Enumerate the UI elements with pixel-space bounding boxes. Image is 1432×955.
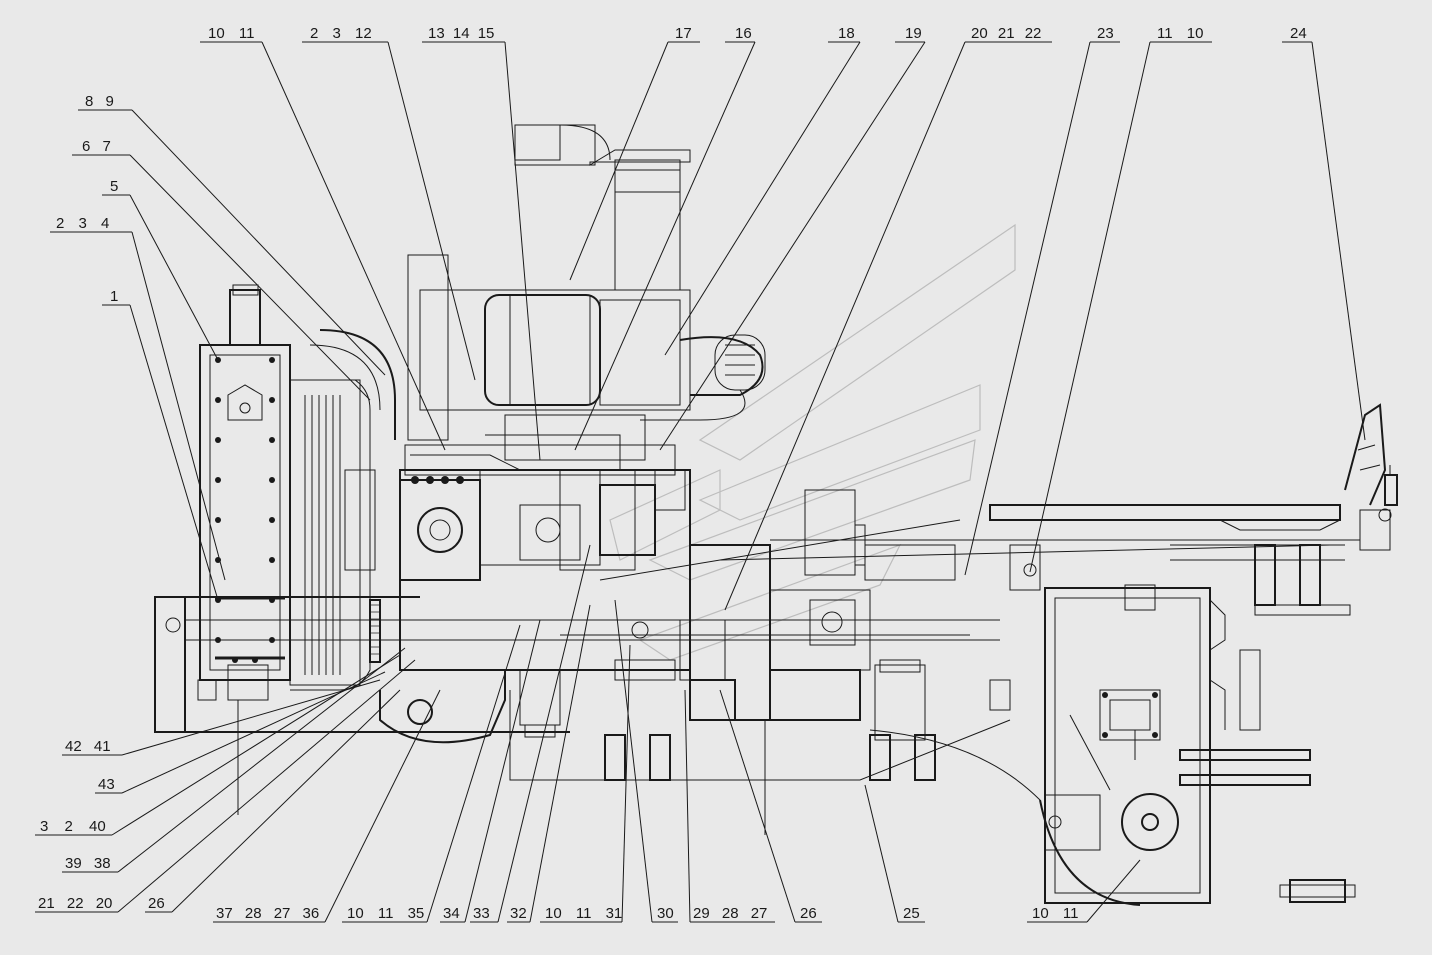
callout-5: 5 (110, 178, 118, 195)
callout-25: 25 (903, 905, 920, 922)
callout-24: 24 (1290, 25, 1307, 42)
linkage-lines (560, 489, 1331, 835)
callout-3-2-40: 3 2 40 (40, 818, 106, 835)
callout-37-28-27-36: 37 28 27 36 (216, 905, 319, 922)
callout-19: 19 (905, 25, 922, 42)
callout-39-38: 39 38 (65, 855, 111, 872)
callout-34: 34 (443, 905, 460, 922)
pedal-linkage (770, 403, 1398, 551)
leader-lines (35, 41, 1366, 923)
radiator (197, 284, 291, 815)
transmission-frame (869, 504, 1356, 906)
callout-10-11-31: 10 11 31 (545, 905, 622, 922)
callout-8-9: 8 9 (85, 93, 114, 110)
callout-6-7: 6 7 (82, 138, 111, 155)
callout-21-22-20: 21 22 20 (38, 895, 112, 912)
callout-16: 16 (735, 25, 752, 42)
callout-43: 43 (98, 776, 115, 793)
callout-32: 32 (510, 905, 527, 922)
callouts-left-bottom: 42 41 43 3 2 40 39 38 21 22 20 26 (38, 738, 165, 912)
callout-2-3-4: 2 3 4 (56, 215, 109, 232)
callout-17: 17 (675, 25, 692, 42)
callout-10-11-bottom: 10 11 (1032, 905, 1078, 922)
callout-10-11-top: 10 11 (208, 25, 254, 42)
callout-29-28-27: 29 28 27 (693, 905, 767, 922)
watermark-logo (609, 223, 1016, 661)
engine-block (379, 124, 1011, 781)
callout-13-14-15: 13 14 15 (428, 25, 494, 42)
callout-23: 23 (1097, 25, 1114, 42)
callout-10-11-35: 10 11 35 (347, 905, 424, 922)
callout-2-3-12: 2 3 12 (310, 25, 372, 42)
callout-42-41: 42 41 (65, 738, 111, 755)
callout-1: 1 (110, 288, 118, 305)
fan-shroud (289, 329, 396, 691)
callout-11-10-top: 11 10 (1157, 25, 1203, 42)
callout-26-bottom: 26 (800, 905, 817, 922)
callout-33: 33 (473, 905, 490, 922)
callout-26-left: 26 (148, 895, 165, 912)
callouts-top: 10 11 2 3 12 13 14 15 17 16 18 19 20 21 … (208, 25, 1307, 42)
engine-body (154, 124, 1398, 906)
callout-20-21-22-top: 20 21 22 (971, 25, 1041, 42)
callouts-bottom: 37 28 27 36 10 11 35 34 33 32 10 11 31 3… (216, 905, 1078, 922)
callout-30: 30 (657, 905, 674, 922)
callout-18: 18 (838, 25, 855, 42)
callouts-left: 8 9 6 7 5 2 3 4 1 (56, 93, 118, 305)
